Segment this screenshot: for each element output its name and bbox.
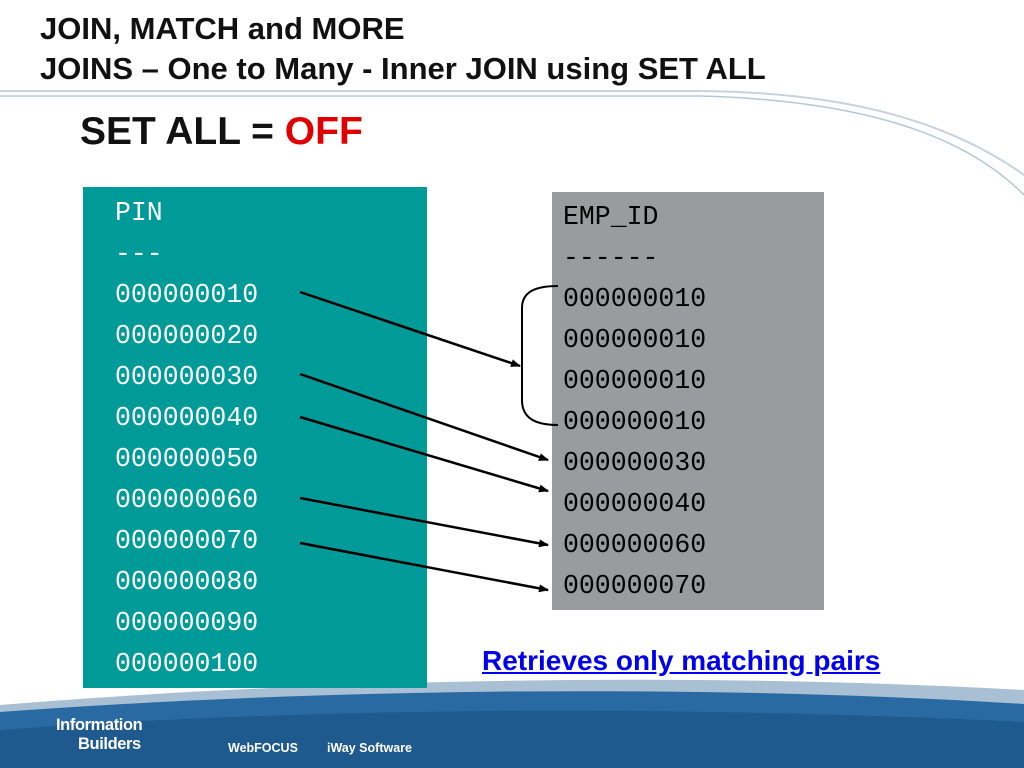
emp-id-table-panel bbox=[552, 192, 824, 610]
pin-row: 000000070 bbox=[115, 526, 259, 556]
pin-row: 000000030 bbox=[115, 362, 259, 392]
slide-title-line-1: JOIN, MATCH and MORE bbox=[40, 11, 405, 46]
matching-pairs-link[interactable]: Retrieves only matching pairs bbox=[482, 645, 881, 676]
emp-id-separator: ------ bbox=[563, 243, 659, 273]
footer-product-webfocus: WebFOCUS bbox=[228, 741, 298, 755]
pin-separator: --- bbox=[115, 239, 163, 269]
emp-id-row: 000000010 bbox=[563, 407, 707, 437]
footer-band-dark bbox=[0, 710, 1024, 768]
emp-id-row: 000000010 bbox=[563, 366, 707, 396]
header-swoosh-inner bbox=[0, 95, 1024, 196]
information-builders-logo: Information Builders bbox=[56, 716, 143, 754]
header-swoosh-outer bbox=[0, 90, 1024, 176]
pin-table: PIN --- 000000010 000000020 000000030 00… bbox=[115, 193, 258, 685]
emp-id-row: 000000070 bbox=[563, 571, 707, 601]
pin-row: 000000010 bbox=[115, 280, 259, 310]
logo-line-1: Information bbox=[56, 716, 143, 734]
pin-header: PIN bbox=[115, 198, 163, 228]
emp-id-header: EMP_ID bbox=[563, 202, 659, 232]
footer-product-iway: iWay Software bbox=[327, 741, 412, 755]
logo-line-2: Builders bbox=[78, 735, 141, 753]
emp-id-row: 000000060 bbox=[563, 530, 707, 560]
pin-row: 000000050 bbox=[115, 444, 259, 474]
set-all-heading: SET ALL = OFF bbox=[80, 108, 363, 156]
emp-id-row: 000000040 bbox=[563, 489, 707, 519]
emp-id-row: 000000010 bbox=[563, 325, 707, 355]
set-all-value: OFF bbox=[284, 110, 363, 153]
emp-id-row: 000000030 bbox=[563, 448, 707, 478]
pin-row: 000000040 bbox=[115, 403, 259, 433]
emp-id-table: EMP_ID ------ 000000010 000000010 000000… bbox=[563, 197, 706, 607]
pin-row: 000000090 bbox=[115, 608, 259, 638]
pin-row: 000000060 bbox=[115, 485, 259, 515]
slide-title-line-2: JOINS – One to Many - Inner JOIN using S… bbox=[40, 51, 766, 86]
pin-row: 000000020 bbox=[115, 321, 259, 351]
pin-row: 000000100 bbox=[115, 649, 259, 679]
pin-row: 000000080 bbox=[115, 567, 259, 597]
set-all-label: SET ALL = bbox=[80, 110, 285, 153]
emp-id-row: 000000010 bbox=[563, 284, 707, 314]
